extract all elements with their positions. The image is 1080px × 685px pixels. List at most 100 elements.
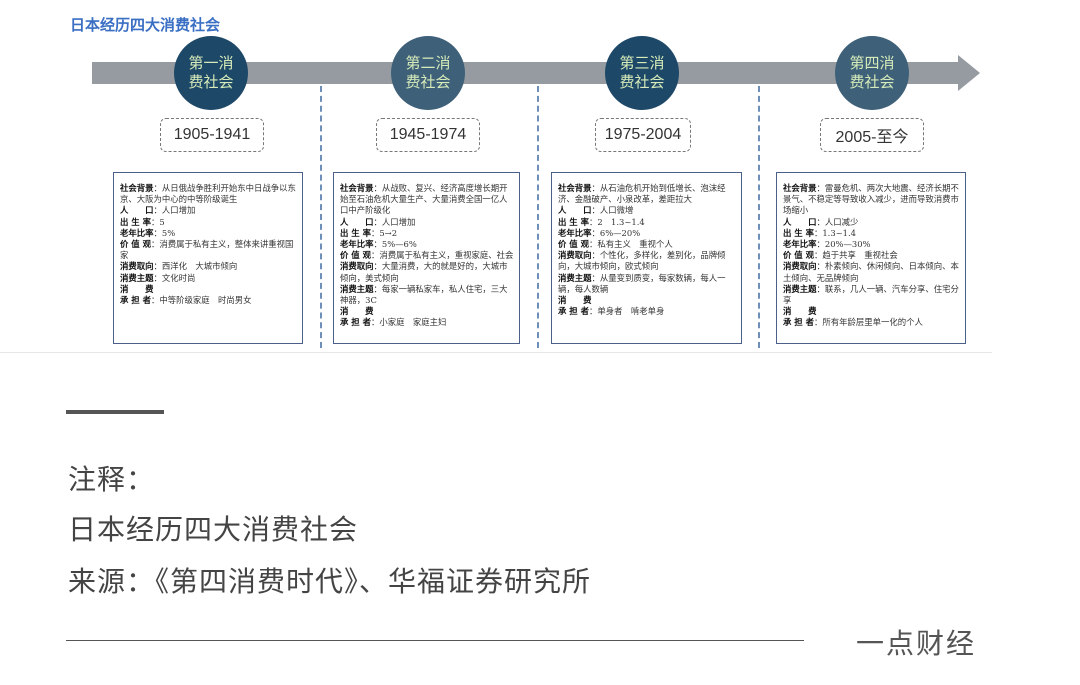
- detail-value: 人口增加: [381, 216, 416, 227]
- detail-key: 消 费 承 担 者: [120, 283, 154, 306]
- period-years: 2005-至今: [820, 118, 924, 152]
- detail-row: 价 值 观：趋于共享 重视社会: [783, 250, 898, 261]
- section-separator: [66, 410, 164, 414]
- detail-value: 朴素倾向、休闲倾向、日本倾向、本土倾向、无品牌倾向: [783, 261, 959, 283]
- detail-row: 老年比率：20%—30%: [783, 239, 871, 250]
- detail-row: 消 费 承 担 者：中等阶级家庭 时尚男女: [120, 283, 252, 306]
- detail-row: 消 费 承 担 者：小家庭 家庭主妇: [340, 306, 447, 328]
- detail-key: 消费取向: [340, 261, 374, 272]
- detail-row: 消费主题：文化时尚: [120, 272, 196, 283]
- period-details: 社会背景：从石油危机开始到低增长、泡沫经济、金融破产、小泉改革，差距拉大人 口：…: [551, 172, 742, 344]
- detail-key: 人 口: [340, 216, 374, 227]
- detail-key: 老年比率: [558, 227, 592, 238]
- detail-key: 出 生 率: [558, 216, 589, 227]
- detail-row: 人 口：人口增加: [340, 216, 416, 227]
- footer-divider: [66, 640, 804, 641]
- detail-value: 消费属于私有主义，重视家庭、社会: [379, 250, 514, 261]
- detail-row: 社会背景：从日俄战争胜利开始东中日战争以东京、大阪为中心的中等阶级诞生: [120, 183, 296, 205]
- period-circle: 第三消费社会: [605, 36, 679, 110]
- detail-row: 价 值 观：私有主义 重视个人: [558, 239, 673, 250]
- diagram-title: 日本经历四大消费社会: [70, 16, 221, 34]
- detail-key: 消费取向: [783, 261, 817, 272]
- detail-key: 老年比率: [783, 239, 817, 250]
- detail-row: 消费取向：朴素倾向、休闲倾向、日本倾向、本土倾向、无品牌倾向: [783, 261, 959, 283]
- detail-key: 社会背景: [558, 183, 592, 193]
- detail-key: 价 值 观: [558, 239, 589, 250]
- period-years: 1945-1974: [376, 118, 480, 152]
- detail-value: 文化时尚: [161, 272, 196, 283]
- detail-value: 从量变到质变，每家数辆，每人一辆，每人数辆: [558, 272, 726, 294]
- detail-value: 中等阶级家庭 时尚男女: [159, 295, 252, 306]
- detail-key: 价 值 观: [120, 239, 151, 250]
- detail-value: 雷曼危机、两次大地震、经济长期不景气、不稳定等导致收入减少，进而导致消费市场缩小: [783, 183, 959, 216]
- detail-key: 人 口: [783, 216, 817, 227]
- detail-value: 趋于共享 重视社会: [822, 250, 898, 261]
- period-details: 社会背景：从日俄战争胜利开始东中日战争以东京、大阪为中心的中等阶级诞生人 口：人…: [113, 172, 303, 344]
- detail-row: 人 口：人口减少: [783, 216, 859, 227]
- detail-row: 消费主题：联系，几人一辆、汽车分享、住宅分享: [783, 283, 959, 306]
- detail-key: 出 生 率: [783, 227, 814, 238]
- detail-row: 消费主题：从量变到质变，每家数辆，每人一辆，每人数辆: [558, 272, 726, 294]
- detail-row: 社会背景：雷曼危机、两次大地震、经济长期不景气、不稳定等导致收入减少，进而导致消…: [783, 183, 959, 216]
- detail-key: 消 费 承 担 者: [558, 295, 592, 317]
- detail-key: 消费主题: [340, 283, 374, 294]
- detail-key: 价 值 观: [783, 250, 814, 261]
- timeline-arrow-icon: [958, 55, 980, 91]
- detail-row: 人 口：人口微增: [558, 205, 634, 216]
- detail-value: 大量消费，大的就是好的，大城市倾向，美式倾向: [340, 261, 508, 283]
- detail-key: 老年比率: [340, 239, 374, 250]
- detail-key: 人 口: [558, 205, 592, 216]
- detail-row: 老年比率：6%—20%: [558, 227, 641, 238]
- detail-key: 出 生 率: [340, 227, 371, 238]
- detail-key: 消 费 承 担 者: [340, 306, 374, 328]
- detail-row: 人 口：人口增加: [120, 205, 196, 216]
- detail-value: 从日俄战争胜利开始东中日战争以东京、大阪为中心的中等阶级诞生: [120, 183, 296, 205]
- detail-key: 出 生 率: [120, 216, 151, 227]
- detail-row: 老年比率：5%—6%: [340, 239, 417, 250]
- detail-value: 所有年龄层里单一化的个人: [822, 317, 923, 328]
- detail-value: 6%—20%: [599, 227, 641, 238]
- brand-name: 一点财经: [856, 627, 977, 660]
- detail-value: 西洋化 大城市倾向: [161, 261, 238, 272]
- detail-row: 价 值 观：消费属于私有主义，整体来讲重视国家: [120, 239, 294, 261]
- detail-row: 消 费 承 担 者：单身者 啃老单身: [558, 295, 665, 317]
- detail-key: 价 值 观: [340, 250, 371, 261]
- detail-value: 个性化，多样化，差别化，品牌倾向，大城市倾向，欧式倾向: [558, 250, 726, 272]
- detail-row: 价 值 观：消费属于私有主义，重视家庭、社会: [340, 250, 514, 261]
- notes-source: 来源：《第四消费时代》、华福证券研究所: [68, 565, 592, 598]
- detail-key: 社会背景: [340, 183, 374, 193]
- notes-line-1: 日本经历四大消费社会: [68, 513, 359, 546]
- detail-row: 消费取向：个性化，多样化，差别化，品牌倾向，大城市倾向，欧式倾向: [558, 250, 726, 272]
- detail-row: 出 生 率：5: [120, 216, 165, 227]
- detail-value: 单身者 啃老单身: [597, 306, 665, 317]
- detail-value: 5%: [161, 227, 176, 238]
- period-circle: 第一消费社会: [174, 36, 248, 110]
- detail-row: 社会背景：从石油危机开始到低增长、泡沫经济、金融破产、小泉改革，差距拉大: [558, 183, 726, 205]
- detail-value: 小家庭 家庭主妇: [379, 317, 447, 328]
- detail-key: 社会背景: [120, 183, 154, 193]
- period-circle: 第四消费社会: [835, 36, 909, 110]
- notes-label: 注释：: [68, 463, 156, 496]
- detail-value: 人口增加: [161, 205, 196, 216]
- detail-value: 2 1.3~1.4: [597, 216, 645, 227]
- detail-value: 联系，几人一辆、汽车分享、住宅分享: [783, 283, 959, 306]
- detail-key: 消费主题: [783, 283, 817, 294]
- period-divider: [320, 86, 322, 348]
- detail-value: 人口微增: [599, 205, 634, 216]
- period-divider: [758, 86, 760, 348]
- detail-row: 消费取向：大量消费，大的就是好的，大城市倾向，美式倾向: [340, 261, 508, 283]
- detail-row: 消 费 承 担 者：所有年龄层里单一化的个人: [783, 306, 923, 328]
- detail-value: 每家一辆私家车，私人住宅，三大神器，3C: [340, 283, 508, 306]
- detail-row: 社会背景：从战败、复兴、经济高度增长期开始至石油危机大量生产、大量消费全国一亿人…: [340, 183, 508, 216]
- detail-row: 消费主题：每家一辆私家车，私人住宅，三大神器，3C: [340, 283, 508, 306]
- detail-value: 从石油危机开始到低增长、泡沫经济、金融破产、小泉改革，差距拉大: [558, 183, 726, 205]
- detail-key: 人 口: [120, 205, 154, 216]
- detail-key: 社会背景: [783, 183, 817, 193]
- detail-row: 老年比率：5%: [120, 227, 176, 238]
- detail-value: 5: [159, 216, 165, 227]
- period-years: 1975-2004: [595, 118, 691, 152]
- detail-value: 私有主义 重视个人: [597, 239, 673, 250]
- detail-value: 人口减少: [824, 216, 859, 227]
- detail-row: 出 生 率：2 1.3~1.4: [558, 216, 645, 227]
- detail-value: 20%—30%: [824, 239, 871, 250]
